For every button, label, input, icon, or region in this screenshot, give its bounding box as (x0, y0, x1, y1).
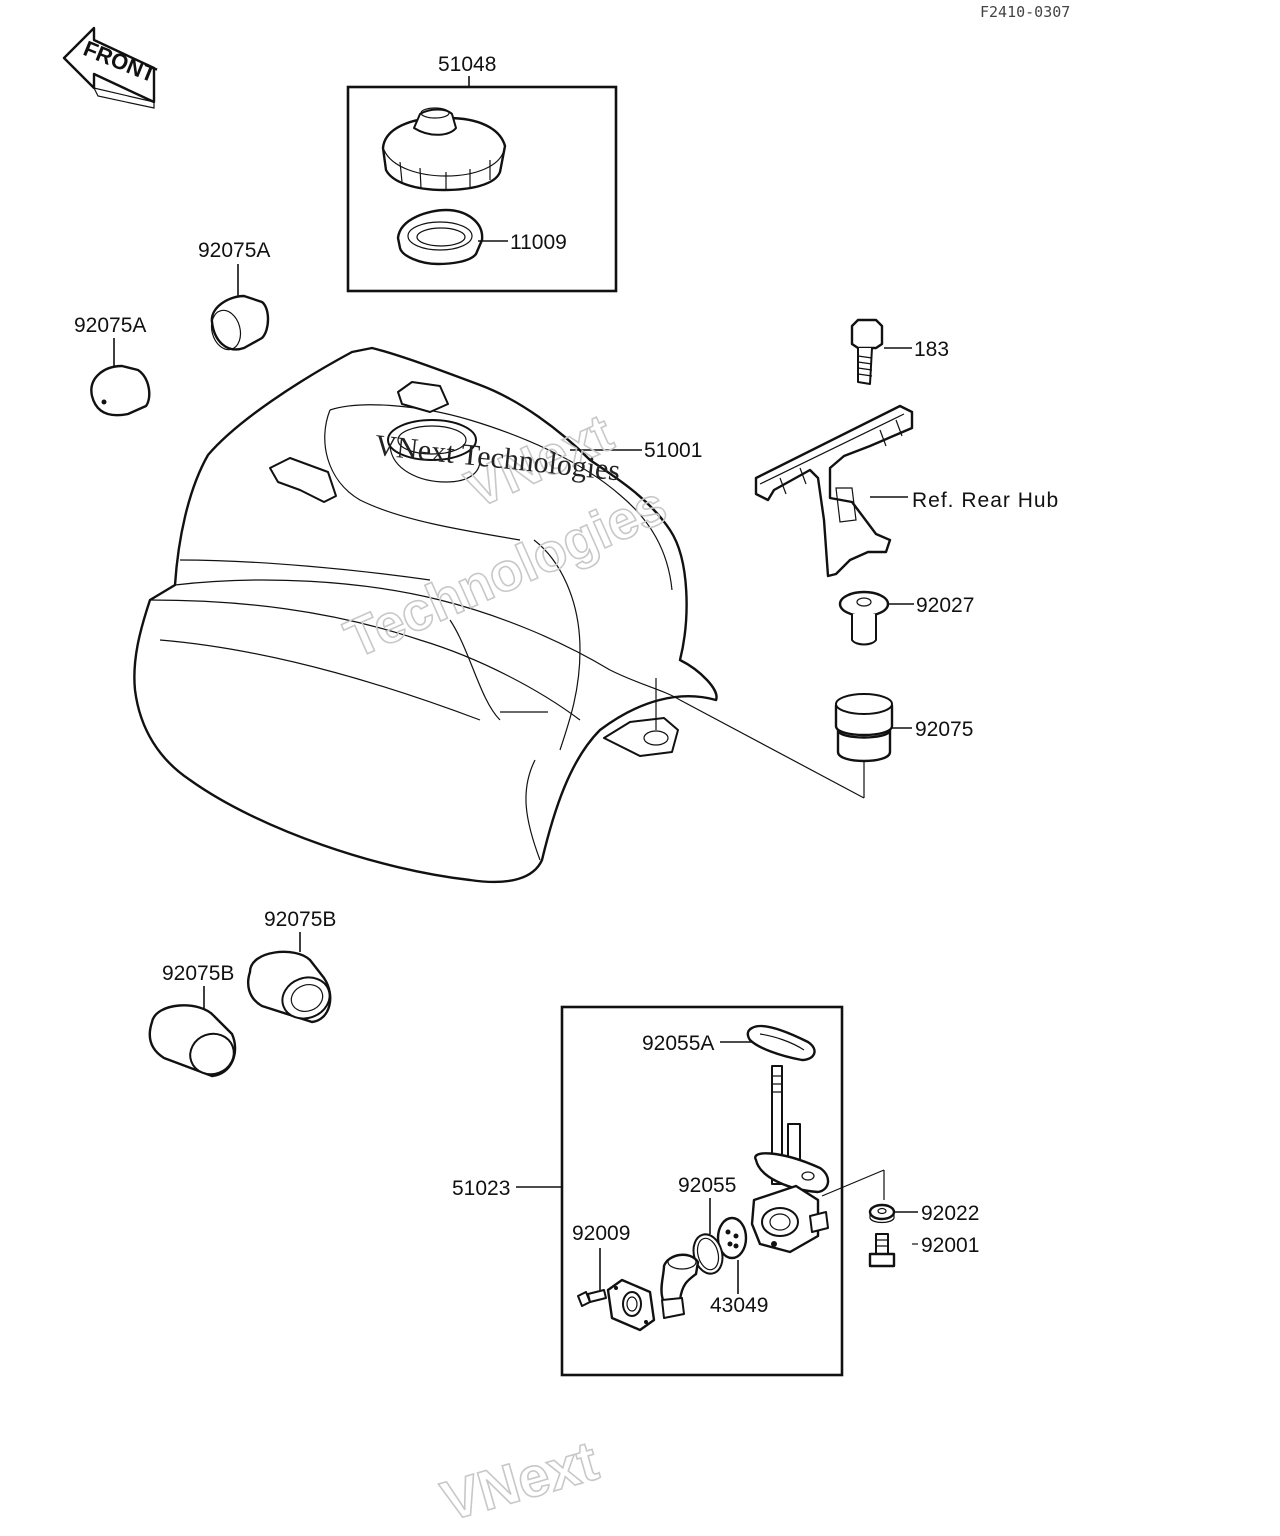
label-screw-b: 92001 (921, 1234, 979, 1257)
damper-b-upper-icon (247, 950, 332, 1024)
label-washer: 92022 (921, 1202, 979, 1225)
rear-hub-bracket-icon (754, 404, 914, 578)
front-arrow-icon: FRONT (62, 26, 160, 109)
label-damper-b-lower: 92075B (162, 962, 234, 985)
cap-assembly-box (346, 85, 618, 293)
damper-b-lower-icon (148, 1004, 237, 1078)
label-damper: 92075 (915, 718, 973, 741)
label-damper-b-upper: 92075B (264, 908, 336, 931)
damper-a-upper-icon (210, 294, 270, 351)
damper-icon (834, 693, 894, 763)
label-screw: 92009 (572, 1222, 630, 1245)
fuel-cock-box (560, 1005, 844, 1377)
screw-icon (577, 1289, 607, 1307)
label-fuel-tank: 51001 (644, 439, 702, 462)
fuel-pipe-icon (660, 1253, 700, 1319)
watermark-bottom: VNext (435, 1428, 605, 1532)
diagram-code: F2410-0307 (980, 3, 1070, 21)
bolt-icon (850, 318, 884, 385)
screw-b-icon (868, 1233, 896, 1268)
fuel-tank-icon (133, 346, 865, 884)
fuel-cock-body-icon (750, 1065, 830, 1254)
label-fuel-cock-assembly: 51023 (452, 1177, 510, 1200)
plate-icon (606, 1278, 656, 1332)
label-bracket-ref: Ref. Rear Hub (912, 489, 1059, 512)
cap-assembly-group: 51048 11009 (346, 53, 618, 293)
label-damper-a-left: 92075A (74, 314, 146, 337)
washer-icon (868, 1203, 896, 1224)
filter-icon (716, 1216, 748, 1260)
label-cap-gasket: 11009 (510, 231, 567, 254)
fuel-cock-group: 51023 92055A (452, 1005, 885, 1377)
cap-gasket-icon (396, 208, 484, 266)
label-fuel-cock-gasket: 92055A (642, 1032, 714, 1055)
label-filter: 43049 (710, 1294, 768, 1317)
label-bolt: 183 (914, 338, 949, 361)
fuel-cock-gasket-icon (746, 1024, 816, 1062)
label-cap-assembly: 51048 (438, 53, 496, 76)
label-damper-a-upper: 92075A (198, 239, 270, 262)
damper-a-left-icon (90, 364, 151, 417)
collar-icon (838, 590, 890, 646)
label-collar: 92027 (916, 594, 974, 617)
label-o-ring: 92055 (678, 1174, 736, 1197)
fuel-cap-icon (381, 107, 507, 192)
